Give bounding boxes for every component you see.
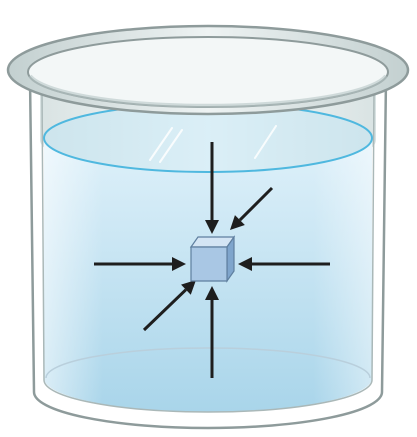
submerged-cube (191, 237, 234, 281)
cube-front-face (191, 247, 227, 281)
